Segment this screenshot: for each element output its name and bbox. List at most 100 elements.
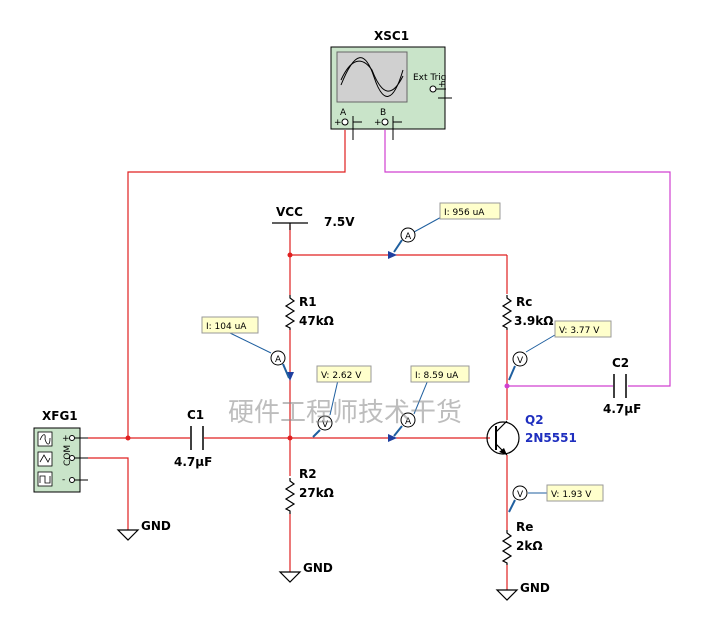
probe-vb[interactable]: V V: 2.62 V: [312, 365, 372, 438]
scope-ext-trig-terminal[interactable]: [429, 85, 437, 93]
q2-collector-lead: [495, 420, 508, 433]
probe-ib-box: [410, 365, 470, 383]
arrow-ib: [388, 434, 397, 442]
scope-screen: [336, 51, 408, 103]
probe-vc-circle: [512, 351, 528, 367]
scope-ext-trig-label: Ext Trig: [413, 73, 447, 83]
r2-zigzag: [284, 478, 296, 514]
oscilloscope-xsc1[interactable]: XSC1 Ext Trig + A B + +: [330, 29, 452, 140]
scope-ch-b-terminal[interactable]: [381, 118, 389, 126]
probe-ib[interactable]: A I: 8.59 uA: [393, 365, 470, 437]
probe-vc-symbol: V: [517, 356, 524, 366]
vcc-value: 7.5V: [324, 215, 355, 229]
ground-label-3: GND: [520, 581, 550, 595]
scope-b-plus: +: [374, 118, 382, 128]
vcc-source[interactable]: VCC 7.5V: [272, 205, 355, 230]
probe-ib-stem: [393, 425, 403, 437]
ground-generator[interactable]: GND: [116, 519, 171, 541]
probe-vc[interactable]: V V: 3.77 V: [508, 320, 612, 381]
gen-plus-terminal[interactable]: [69, 435, 75, 441]
c2-name: C2: [612, 356, 629, 370]
probe-ic[interactable]: A I: 956 uA: [393, 202, 501, 253]
scope-ch-a-label: A: [340, 108, 347, 118]
probe-ir1-circle: [270, 350, 286, 366]
c2-value: 4.7µF: [603, 402, 641, 416]
probe-ic-stem: [393, 239, 403, 253]
r2-value: 27kΩ: [299, 486, 334, 500]
probe-ib-value: I: 8.59 uA: [415, 371, 459, 381]
re-value: 2kΩ: [516, 539, 543, 553]
probe-ve[interactable]: V V: 1.93 V: [508, 484, 604, 513]
r2-name: R2: [299, 467, 317, 481]
probe-vb-stem: [312, 429, 321, 438]
resistor-r1[interactable]: R1 47kΩ: [284, 295, 334, 330]
scope-name: XSC1: [374, 29, 409, 43]
re-zigzag: [501, 530, 513, 565]
probe-ib-circle: [400, 412, 416, 428]
gen-com-terminal[interactable]: [69, 455, 75, 461]
probe-ib-symbol: A: [405, 417, 412, 427]
probe-ir1-symbol: A: [275, 355, 282, 365]
ground-symbol-3: [495, 589, 519, 601]
gen-triangle-button: [37, 451, 53, 467]
ground-symbol-2: [278, 571, 302, 583]
probe-ic-box: [439, 202, 501, 220]
probe-ve-symbol: V: [517, 490, 524, 500]
probe-ic-symbol: A: [405, 232, 412, 242]
scope-ext-plus: +: [438, 80, 446, 90]
rc-zigzag: [501, 295, 513, 330]
wire-scope-b: [384, 130, 671, 387]
resistor-r2[interactable]: R2 27kΩ: [284, 467, 334, 514]
probe-ir1-value: I: 104 uA: [206, 322, 247, 332]
vcc-name: VCC: [276, 205, 303, 219]
scope-waveform-2: [340, 60, 404, 92]
ground-label-2: GND: [303, 561, 333, 575]
square-wave-icon: [39, 475, 51, 484]
capacitor-c1[interactable]: C1 4.7µF: [174, 408, 212, 469]
probe-ir1-box: [201, 316, 259, 334]
q2-emitter-arrow: [499, 448, 507, 455]
probe-ve-stem: [508, 499, 516, 513]
junctions: [125, 252, 510, 441]
ground-label-1: GND: [141, 519, 171, 533]
ground-r2[interactable]: GND: [278, 561, 333, 583]
scope-a-plus: +: [334, 118, 342, 128]
probe-vb-circle: [317, 415, 333, 431]
q2-name: Q2: [525, 413, 544, 427]
probe-ib-leader: [413, 379, 429, 415]
probe-ve-value: V: 1.93 V: [551, 490, 592, 500]
probe-vb-leader: [329, 379, 339, 416]
junction-base: [287, 435, 293, 441]
junction-input: [125, 435, 131, 441]
probe-i-r1[interactable]: A I: 104 uA: [201, 316, 290, 379]
probe-vb-box: [316, 365, 372, 383]
junction-collector: [504, 383, 510, 389]
junction-vcc: [287, 252, 293, 258]
transistor-q2[interactable]: Q2 2N5551: [486, 413, 577, 456]
resistor-re[interactable]: Re 2kΩ: [501, 520, 543, 565]
scope-ch-b-label: B: [380, 108, 386, 118]
red-wires: [88, 130, 508, 590]
probe-ir1-leader: [229, 332, 272, 354]
resistor-rc[interactable]: Rc 3.9kΩ: [501, 295, 553, 330]
scope-ch-a-terminal[interactable]: [341, 118, 349, 126]
watermark-text: 硬件工程师技术干货: [228, 398, 462, 428]
wire-gen-com: [88, 457, 129, 530]
probe-vb-value: V: 2.62 V: [321, 371, 362, 381]
gen-com-label: COM: [63, 445, 73, 466]
ground-re[interactable]: GND: [495, 581, 550, 601]
ground-symbol-1: [116, 529, 140, 541]
r1-zigzag: [284, 295, 296, 330]
probe-ve-circle: [512, 485, 528, 501]
function-generator-xfg1[interactable]: XFG1 + COM -: [33, 409, 88, 493]
probe-vc-leader: [525, 331, 561, 353]
capacitor-c2[interactable]: C2 4.7µF: [603, 356, 641, 416]
generator-name: XFG1: [42, 409, 78, 423]
re-name: Re: [516, 520, 533, 534]
sine-wave-icon: [39, 434, 51, 445]
gen-plus-label: +: [62, 434, 70, 444]
gen-minus-terminal[interactable]: [69, 477, 75, 483]
r1-value: 47kΩ: [299, 314, 334, 328]
probe-ic-circle: [400, 227, 416, 243]
